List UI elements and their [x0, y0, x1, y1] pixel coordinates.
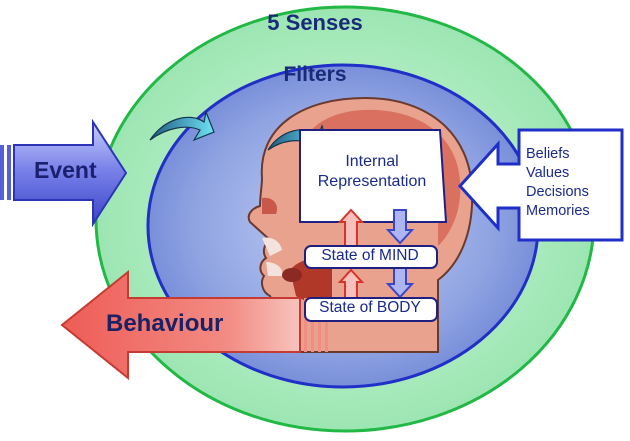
internal-representation-text: Internal Representation	[303, 152, 441, 192]
state-of-mind-box	[304, 245, 438, 269]
curved-arrow-icon	[149, 109, 215, 142]
state-of-body-label: State of BODY	[319, 299, 421, 316]
filter-item: Values	[526, 165, 570, 181]
event-label: Event	[34, 157, 97, 183]
internal-representation-line1: Internal	[345, 153, 399, 170]
filter-item: Beliefs	[526, 146, 570, 162]
event-arrow	[0, 118, 128, 228]
senses-label: 5 Senses	[267, 10, 363, 35]
filters-list: Beliefs Values Decisions Memories	[526, 145, 622, 221]
behaviour-arrow	[60, 269, 328, 381]
up-arrow-icon	[337, 268, 365, 299]
up-arrow-icon	[337, 208, 365, 247]
internal-representation-line2: Representation	[317, 173, 427, 190]
filter-item: Memories	[526, 203, 590, 219]
filter-item: Decisions	[526, 184, 589, 200]
state-of-body-box	[304, 297, 438, 322]
state-of-mind-label: State of MIND	[321, 247, 419, 264]
internal-representation-box	[299, 129, 448, 223]
down-arrow-icon	[385, 267, 415, 299]
behaviour-label: Behaviour	[106, 310, 224, 337]
down-arrow-icon	[385, 209, 415, 245]
filters-label: Filters	[283, 63, 347, 86]
filters-list-arrow	[457, 128, 624, 242]
